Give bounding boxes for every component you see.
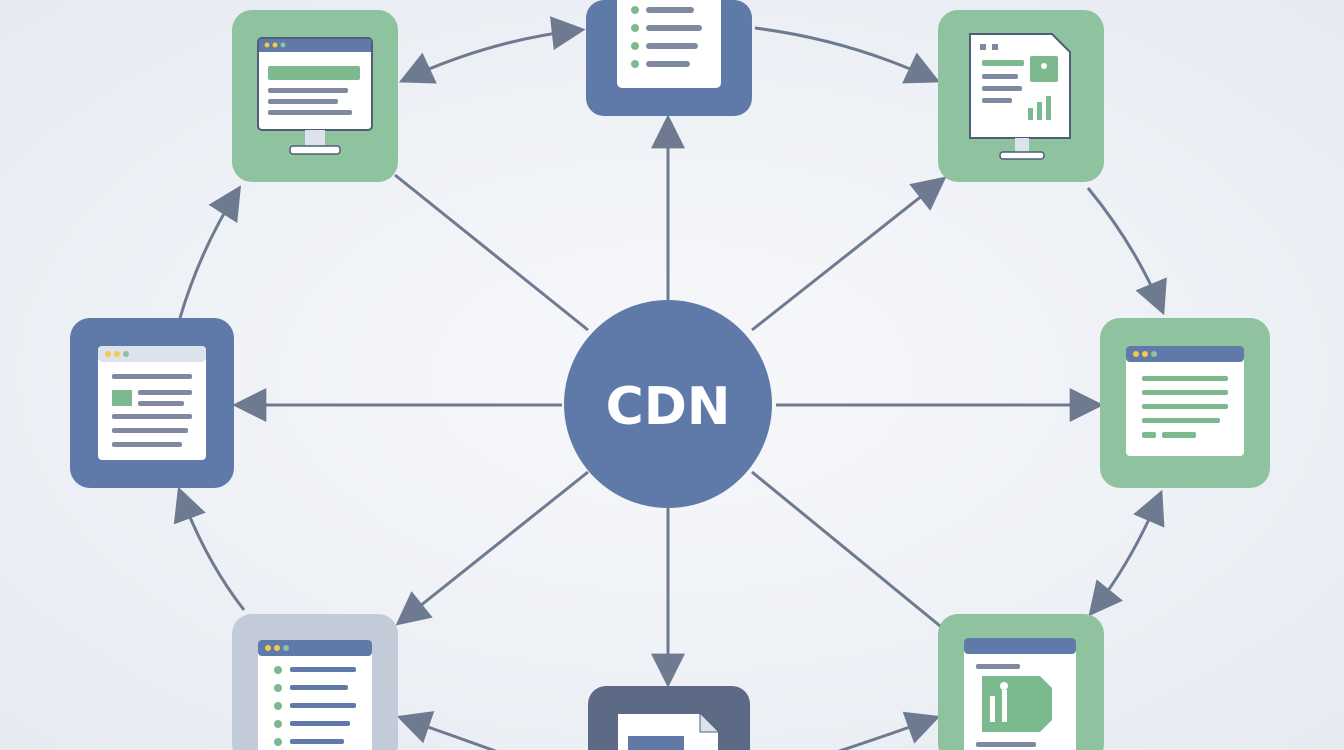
browser-window-icon bbox=[98, 346, 206, 460]
node-top-right[interactable] bbox=[938, 10, 1104, 182]
spoke-top-right bbox=[751, 176, 947, 332]
browser-window-icon bbox=[1126, 346, 1244, 456]
document-list-icon bbox=[617, 0, 721, 88]
node-bottom-center[interactable] bbox=[588, 686, 750, 750]
ring-arrow-topcenter-topright bbox=[754, 26, 941, 84]
node-top-left[interactable] bbox=[232, 10, 398, 182]
node-middle-right[interactable] bbox=[1100, 318, 1270, 488]
cdn-hub-label: CDN bbox=[606, 377, 731, 437]
ring-arrow-bottomright-bottomcenter bbox=[837, 711, 941, 750]
ring-arrow-midright-bottomright bbox=[1088, 489, 1165, 617]
node-bottom-left[interactable] bbox=[232, 614, 398, 750]
file-icon bbox=[618, 714, 718, 750]
ring-arrow-bottomleft-midleft bbox=[173, 486, 246, 611]
spoke-top-left bbox=[394, 173, 589, 332]
ring-arrow-topleft-topcenter bbox=[398, 16, 586, 84]
monitor-dashboard-icon bbox=[969, 33, 1071, 160]
ring-arrow-topright-midright bbox=[1086, 187, 1167, 316]
browser-list-icon bbox=[258, 640, 372, 750]
cdn-hub-circle bbox=[564, 300, 772, 508]
spoke-bottom-left bbox=[395, 470, 589, 626]
monitor-webpage-icon bbox=[257, 37, 373, 155]
ring-connectors bbox=[173, 16, 1167, 750]
spoke-connectors bbox=[232, 114, 1104, 688]
spoke-bottom-right bbox=[751, 470, 946, 632]
browser-media-icon bbox=[964, 638, 1076, 750]
node-bottom-right[interactable] bbox=[938, 614, 1104, 750]
ring-arrow-bottomcenter-bottomleft bbox=[396, 711, 497, 750]
node-middle-left[interactable] bbox=[70, 318, 234, 488]
cdn-hub[interactable]: CDN bbox=[564, 300, 772, 508]
ring-arrow-midleft-topleft bbox=[178, 185, 242, 319]
node-top-center[interactable] bbox=[586, 0, 752, 116]
